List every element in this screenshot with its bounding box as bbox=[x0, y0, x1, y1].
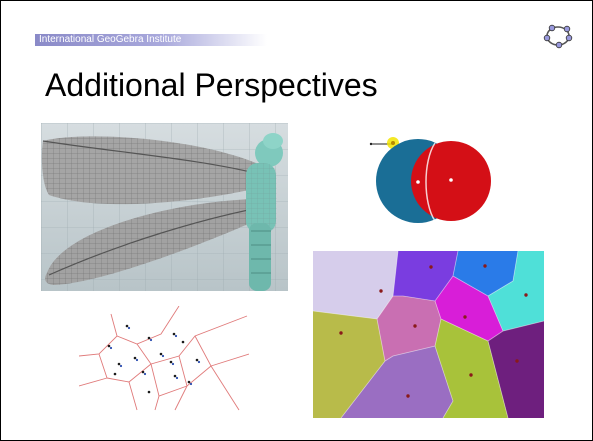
slide-title: Additional Perspectives bbox=[45, 67, 378, 103]
institute-label: International GeoGebra Institute bbox=[39, 34, 182, 45]
voronoi-sketch-diagram bbox=[79, 306, 249, 411]
two-circles-diagram bbox=[369, 137, 491, 223]
geogebra-logo-icon bbox=[543, 24, 573, 49]
dragonfly-wing-image bbox=[41, 123, 288, 291]
colored-voronoi-diagram bbox=[313, 251, 544, 418]
institute-header-bar: International GeoGebra Institute bbox=[35, 34, 267, 46]
